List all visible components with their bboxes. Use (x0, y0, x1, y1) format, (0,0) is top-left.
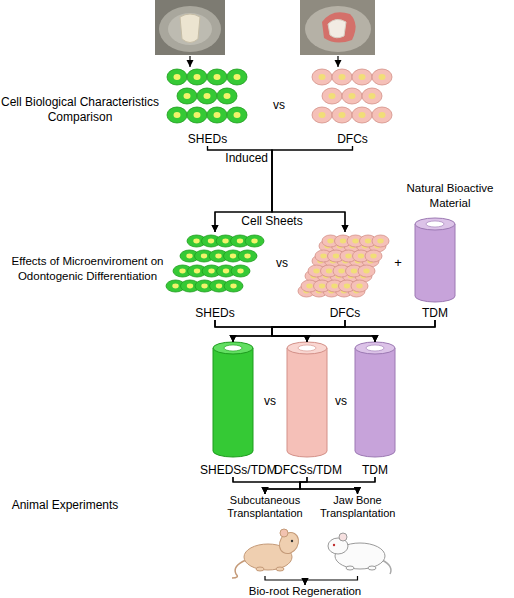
free-label: Induced (222, 151, 268, 166)
follicle-photo (300, 0, 375, 55)
tdm-cylinder (410, 218, 460, 302)
photo-arrow (337, 56, 338, 67)
free-label: Animal Experiments (0, 498, 130, 513)
free-label: Cell Biological Characteristics Comparis… (0, 95, 160, 125)
tdm-cylinder (345, 342, 405, 457)
flow-connector (233, 320, 345, 342)
free-label: Effects of Microenviroment on Odontogeni… (0, 254, 175, 284)
node-label: DFCSs/TDM (274, 464, 340, 477)
cell-sheet (160, 232, 270, 304)
cell-node: SHEDs (165, 66, 250, 146)
flow-connector (300, 477, 358, 494)
node-label: DFCs (310, 133, 395, 146)
stage-node: Bio-root Regeneration (245, 585, 365, 598)
flow-connector (233, 477, 358, 494)
cell-node: SHEDs (160, 232, 270, 320)
node-label: TDM (345, 464, 405, 477)
flow-connector (272, 320, 375, 342)
stage-node: Jaw Bone Transplantation (320, 494, 395, 576)
tdm-cylinder (274, 342, 340, 457)
node-label: SHEDs (165, 133, 250, 146)
node-label: Bio-root Regeneration (245, 585, 365, 598)
cell-node: DFCs (310, 66, 395, 146)
flow-connector (272, 146, 353, 232)
free-label: + (390, 255, 406, 270)
free-label: Cell Sheets (226, 214, 318, 229)
flow-connector (215, 320, 272, 342)
free-label: vs (268, 98, 290, 113)
nude-mouse (232, 529, 302, 578)
flow-connector (208, 146, 346, 232)
flow-connector (233, 320, 435, 342)
node-label: SHEDs (160, 307, 270, 320)
cell-node: SHEDSs/TDM (200, 342, 266, 477)
node-label: TDM (410, 307, 460, 320)
free-label: Natural Bioactive Material (400, 181, 500, 211)
node-label: Subcutaneous Transplantation (225, 494, 305, 520)
free-label: vs (271, 256, 293, 271)
flow-connector (300, 477, 375, 494)
flow-connector (215, 320, 307, 342)
flow-connector (272, 320, 435, 342)
flow-connector (215, 146, 353, 232)
flow-connector (305, 576, 358, 585)
photo-arrow (189, 56, 190, 67)
cell-node: DFCSs/TDM (274, 342, 340, 477)
flow-connector (272, 320, 435, 342)
flow-connector (272, 320, 345, 342)
flow-connector (233, 477, 300, 494)
flow-connector (265, 477, 307, 494)
cell-node: TDM (345, 342, 405, 477)
tooth-photo (155, 0, 225, 55)
node-label: SHEDSs/TDM (200, 464, 266, 477)
tdm-cylinder (200, 342, 266, 457)
node-label: DFCs (295, 307, 395, 320)
cell-cluster (310, 66, 395, 128)
flow-connector (265, 576, 305, 585)
cell-node: DFCs (295, 232, 395, 320)
flow-connector (208, 146, 273, 232)
cell-sheet (295, 232, 395, 304)
cell-node: TDM (410, 218, 460, 320)
cell-cluster (165, 66, 250, 128)
node-label: Jaw Bone Transplantation (320, 494, 395, 520)
stage-node: Subcutaneous Transplantation (225, 494, 305, 576)
flow-connector (265, 477, 375, 494)
white-mouse (328, 533, 391, 574)
free-label: vs (330, 394, 352, 409)
flow-connector (215, 320, 375, 342)
free-label: vs (259, 394, 281, 409)
